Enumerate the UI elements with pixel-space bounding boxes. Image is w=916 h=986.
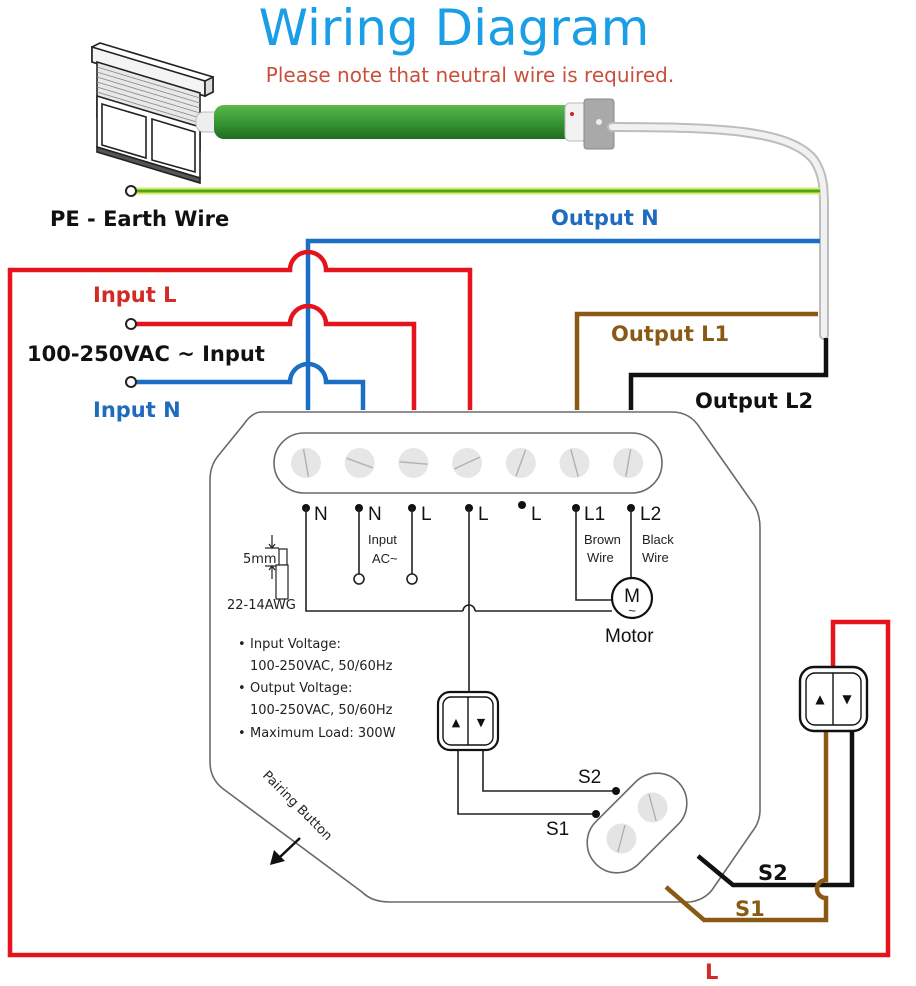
input-voltage-label: 100-250VAC ~ Input [27, 342, 265, 366]
brown-wire-label-1: Brown [584, 532, 621, 547]
diagram-title: Wiring Diagram [259, 0, 650, 57]
switch-terminal-block [586, 772, 688, 874]
black-wire-label-1: Black [642, 532, 674, 547]
s2-external-label: S2 [758, 861, 788, 885]
internal-switch-down-icon: ▼ [477, 716, 486, 729]
wall-switch-icon[interactable] [798, 665, 869, 733]
spec-output-voltage-value: 100-250VAC, 50/60Hz [250, 703, 393, 718]
input-ac-label-1: Input [368, 532, 397, 547]
screw-slot [570, 449, 579, 477]
s1-external-wire [664, 730, 829, 923]
input-l-contact [406, 573, 418, 585]
terminal-label-l3: L [531, 504, 542, 525]
black-wire-label-2: Wire [642, 550, 669, 565]
output-l1-label: Output L1 [611, 322, 729, 346]
input-n-label: Input N [93, 398, 181, 422]
strip-length-label: 5mm [243, 552, 277, 567]
output-l2-wire [628, 338, 829, 410]
motor-symbol-tilde: ~ [628, 603, 636, 618]
s2-terminal-label: S2 [578, 767, 601, 788]
screw-slot [302, 449, 310, 477]
output-n-label: Output N [551, 206, 659, 230]
terminal-screws [291, 448, 644, 478]
s1-external-label: S1 [735, 897, 765, 921]
tubular-motor-icon [195, 98, 615, 150]
live-loop-wire [7, 249, 891, 958]
internal-schematic [305, 508, 632, 815]
spec-input-voltage-value: 100-250VAC, 50/60Hz [250, 659, 393, 674]
input-l-wire [136, 303, 417, 410]
wire-gauge-label: 22-14AWG [227, 598, 296, 613]
earth-terminal [125, 185, 137, 197]
spec-list: • Input Voltage: 100-250VAC, 50/60Hz • O… [238, 637, 396, 741]
s2-external-wire [696, 854, 818, 888]
terminal-labels: N N L L L L1 L2 [302, 501, 661, 525]
motor-label: Motor [605, 626, 654, 647]
screw-slot [399, 461, 428, 465]
spec-output-voltage: Output Voltage: [250, 681, 352, 696]
svg-text:•: • [238, 681, 246, 696]
terminal-label-l2: L [478, 504, 489, 525]
motor-cable [607, 122, 829, 340]
terminal-label-n2: N [368, 504, 382, 525]
terminal-label-l2-out: L2 [640, 504, 661, 525]
screw-slot [454, 456, 481, 470]
terminal-label-n1: N [314, 504, 328, 525]
output-l2-label: Output L2 [695, 389, 813, 413]
internal-switch-up-icon: ▲ [452, 716, 461, 729]
input-n-terminal [125, 376, 137, 388]
input-n-wire [136, 361, 366, 410]
terminal-label-l1-out: L1 [584, 504, 605, 525]
spec-input-voltage: Input Voltage: [250, 637, 341, 652]
spec-max-load: Maximum Load: 300W [250, 726, 396, 741]
wall-switch-down-icon[interactable]: ▼ [842, 692, 852, 706]
input-l-terminal [125, 318, 137, 330]
wall-switch-up-icon[interactable]: ▲ [815, 692, 825, 706]
screw-slot [625, 449, 632, 477]
motor-symbol-letter: M [624, 586, 640, 607]
input-l-label: Input L [93, 283, 176, 307]
roller-shutter-window-icon [91, 42, 214, 185]
brown-wire-label-2: Wire [587, 550, 614, 565]
bottom-l-label: L [705, 960, 718, 984]
output-l1-wire [574, 311, 818, 410]
neutral-note: Please note that neutral wire is require… [266, 63, 674, 87]
svg-text:•: • [238, 637, 246, 652]
svg-text:•: • [238, 726, 246, 741]
earth-wire-label: PE - Earth Wire [50, 207, 229, 231]
input-ac-label-2: AC~ [372, 551, 398, 566]
terminal-label-l1: L [421, 504, 432, 525]
screw-slot [515, 449, 527, 477]
pairing-arrow-icon [270, 837, 301, 865]
wire-strip-gauge-icon [265, 535, 289, 600]
motor-symbol-icon [610, 576, 654, 620]
internal-switch [436, 690, 500, 752]
s1-terminal-label: S1 [546, 819, 569, 840]
output-n-wire [305, 238, 820, 410]
module-body [209, 411, 761, 903]
input-n-contact [353, 573, 365, 585]
screw-slot [346, 457, 374, 469]
